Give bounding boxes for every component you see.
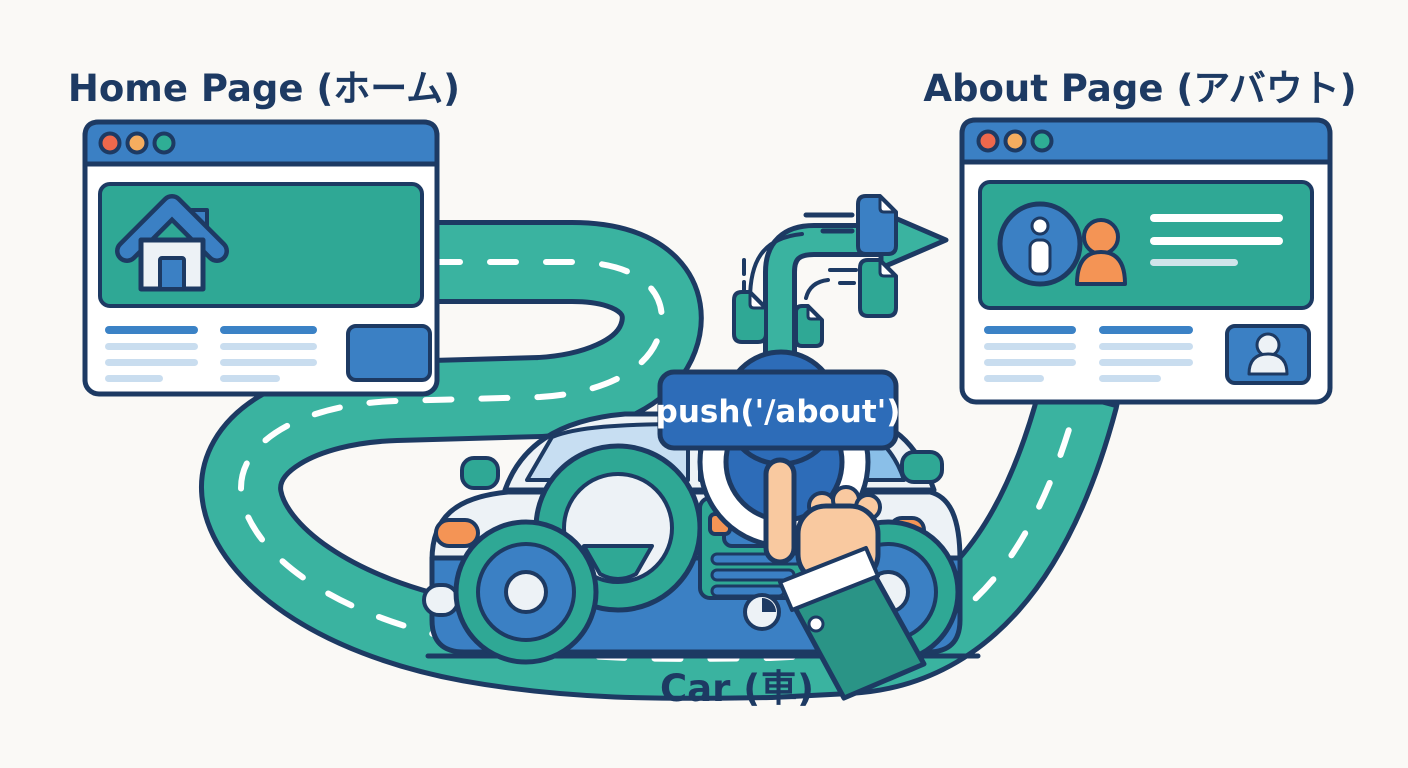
car-bumper-notch bbox=[422, 583, 460, 617]
push-call-badge bbox=[657, 369, 899, 451]
file-icon bbox=[858, 258, 898, 318]
hand-cursor-icon bbox=[763, 457, 927, 701]
profile-card-icon bbox=[1225, 324, 1311, 385]
about-text-lines bbox=[984, 326, 1193, 382]
cuff-button bbox=[807, 615, 825, 633]
traffic-lights-icon bbox=[98, 131, 176, 155]
file-icon bbox=[856, 194, 898, 256]
car-mirror-right bbox=[900, 450, 944, 484]
about-page-title: About Page (アバウト) bbox=[923, 67, 1356, 110]
traffic-lights-icon bbox=[976, 129, 1054, 153]
cuff bbox=[778, 546, 880, 612]
car-label: Car (車) bbox=[660, 667, 814, 710]
hand-index-finger bbox=[763, 457, 797, 565]
home-title-bar bbox=[82, 119, 440, 167]
push-call-label: push('/about') bbox=[656, 394, 901, 430]
motion-arc bbox=[748, 232, 804, 302]
home-browser-window bbox=[82, 119, 440, 397]
navigation-arrow-group bbox=[732, 194, 949, 383]
about-title-bar bbox=[959, 117, 1333, 165]
file-icon bbox=[732, 290, 768, 344]
about-hero-lines bbox=[1150, 214, 1283, 266]
home-icon bbox=[115, 194, 229, 292]
car-mirror-left bbox=[460, 456, 500, 490]
home-cta-button bbox=[346, 324, 432, 382]
car-front-light bbox=[434, 518, 480, 548]
home-page-title: Home Page (ホーム) bbox=[68, 67, 460, 110]
home-text-lines bbox=[105, 326, 317, 382]
car-front-wheel bbox=[453, 519, 599, 665]
about-browser-window bbox=[959, 117, 1333, 405]
info-icon bbox=[997, 201, 1083, 287]
user-icon bbox=[1075, 218, 1127, 286]
file-icon bbox=[794, 304, 824, 348]
